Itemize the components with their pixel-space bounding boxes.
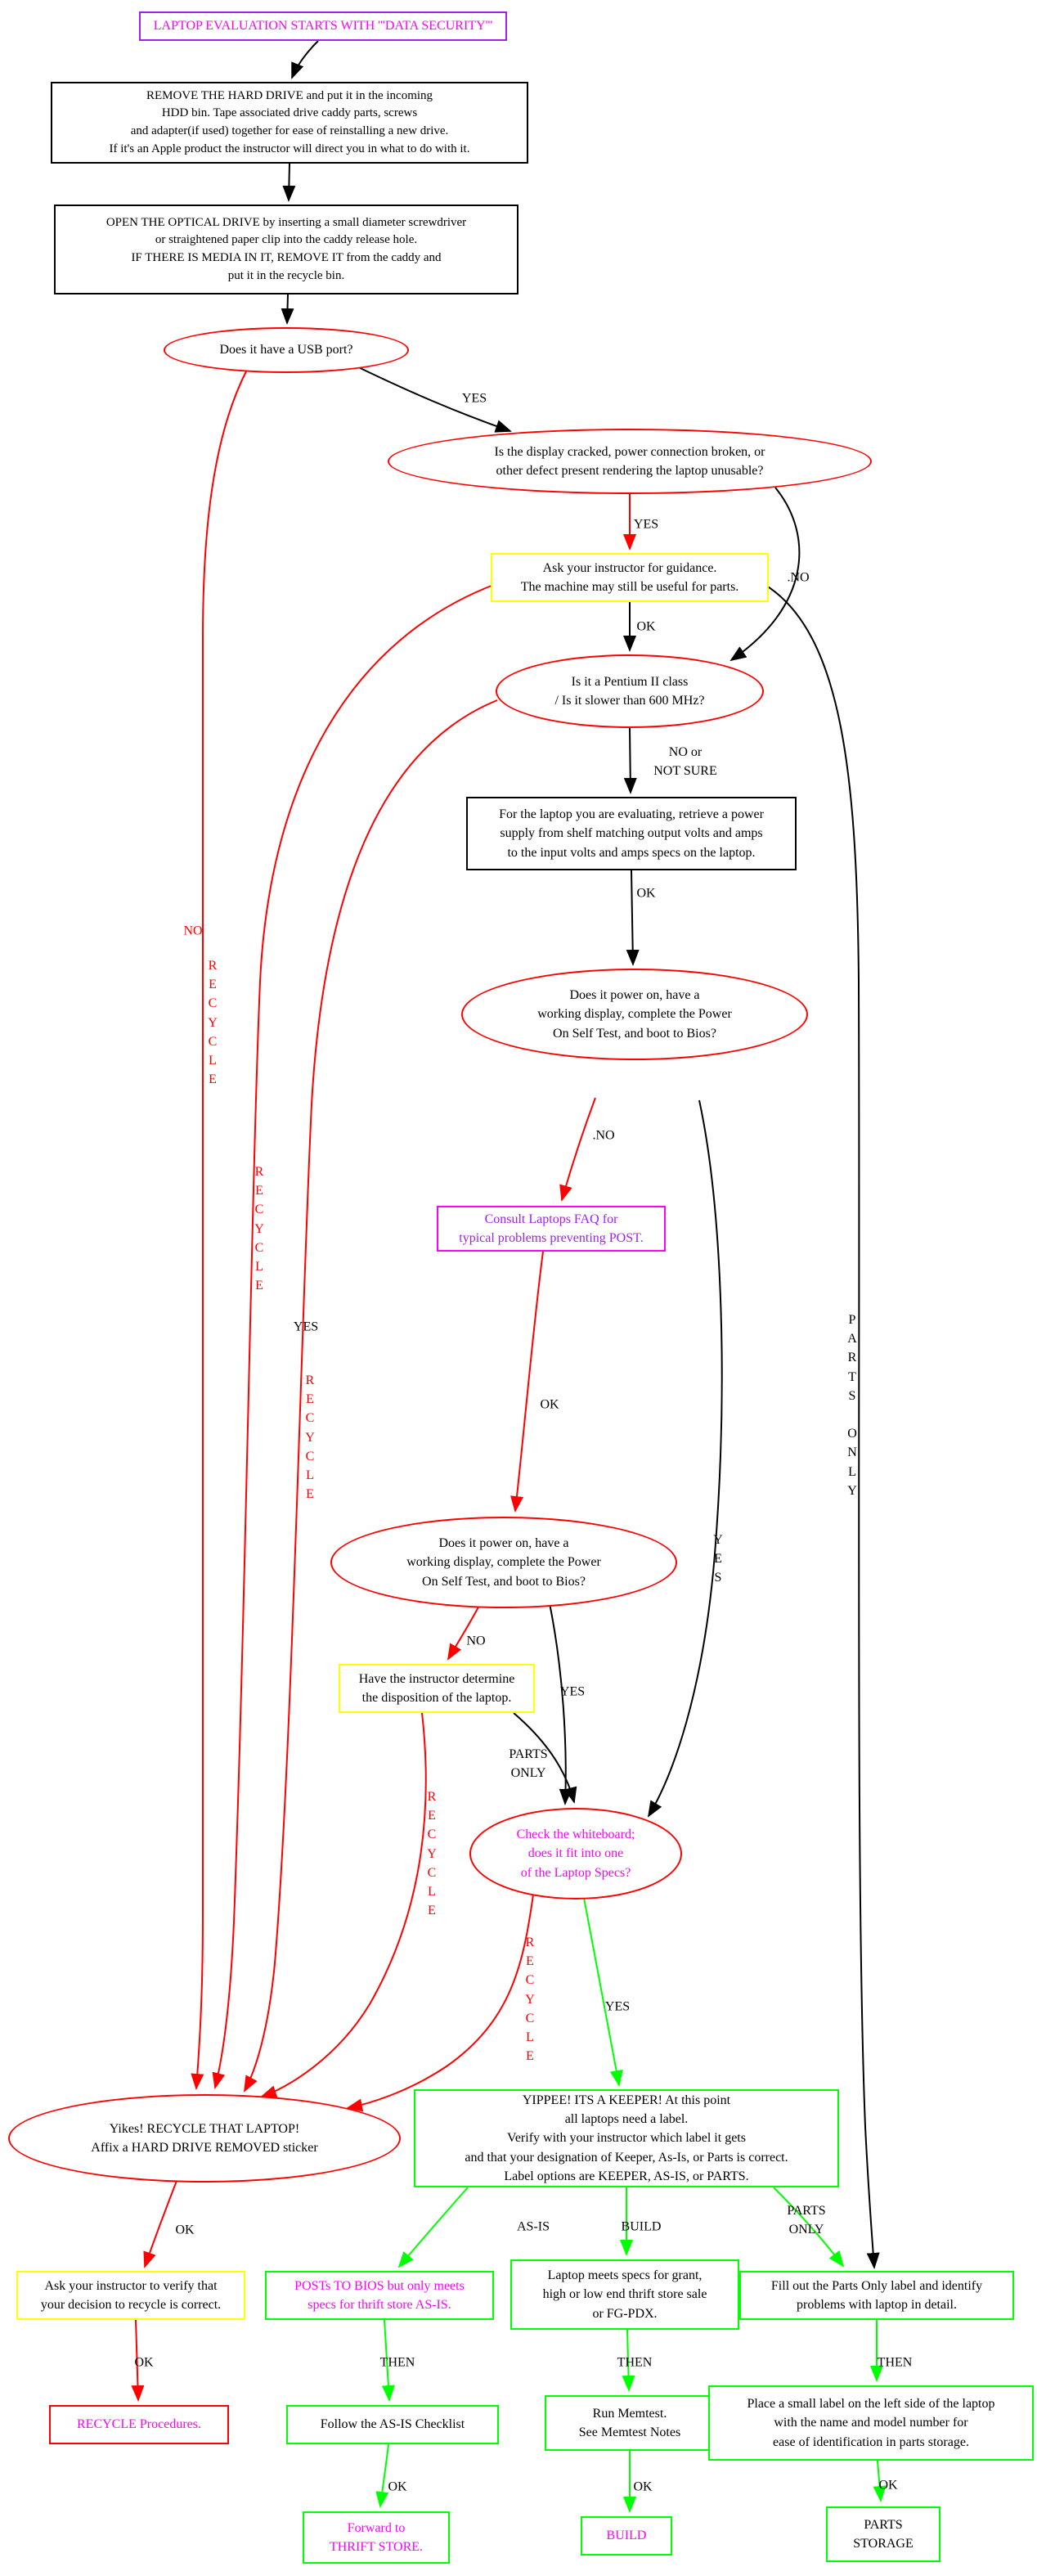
edge-label-poweron1-yes: Y E S xyxy=(713,1533,723,1585)
edge-psu-to-poweron1 xyxy=(626,870,640,966)
edge-cracked-to-pentium xyxy=(729,487,801,662)
node-power-on-question-2: Does it power on, have a working display… xyxy=(330,1517,677,1608)
edge-label-guidance-ok: OK xyxy=(636,619,656,634)
node-build: BUILD xyxy=(581,2516,672,2556)
edge-whiteboard-to-recycle xyxy=(346,1894,534,2112)
edge-label-disposition-recycle: R E C Y C L E xyxy=(427,1789,437,1917)
edge-label-usb-recycle: R E C Y C L E xyxy=(208,958,218,1086)
edge-label-checklist-ok: OK xyxy=(388,2479,407,2494)
node-thrift-store: Forward to THRIFT STORE. xyxy=(303,2511,450,2564)
node-usb-port-question: Does it have a USB port? xyxy=(164,327,409,373)
edge-label-poweron2-yes: YES xyxy=(559,1684,586,1699)
edge-label-pentium-yes: YES xyxy=(293,1319,319,1334)
edge-poweron1-to-whiteboard xyxy=(647,1099,723,1818)
edge-guidance-to-recycle xyxy=(212,583,496,2089)
edge-label-memtest-ok: OK xyxy=(633,2479,653,2494)
edge-label-verify-ok: OK xyxy=(134,2355,154,2370)
node-recycle-laptop: Yikes! RECYCLE THAT LAPTOP! Affix a HARD… xyxy=(8,2094,401,2183)
edge-label-cracked-yes: YES xyxy=(633,517,659,532)
edge-label-guidance-parts-only: P A R T S O N L Y xyxy=(847,1313,857,1498)
node-start: LAPTOP EVALUATION STARTS WITH '''DATA SE… xyxy=(139,11,507,41)
node-pentium-question: Is it a Pentium II class / Is it slower … xyxy=(496,654,764,728)
edge-label-cracked-no: .NO xyxy=(787,570,810,585)
edge-label-to-storage xyxy=(873,2460,887,2502)
edge-label-yippee-parts-only: PARTS ONLY xyxy=(787,2203,826,2237)
node-display-cracked-question: Is the display cracked, power connection… xyxy=(388,429,872,494)
edge-start-to-remove xyxy=(291,40,319,79)
node-recycle-procedures: RECYCLE Procedures. xyxy=(49,2405,229,2444)
edge-pentium-to-recycle xyxy=(244,699,498,2093)
edge-label-whiteboard-yes: YES xyxy=(604,1999,631,2014)
edge-label-poweron1-no: .NO xyxy=(592,1128,615,1143)
edge-disposition-to-whiteboard xyxy=(513,1712,577,1804)
node-asis-checklist: Follow the AS-IS Checklist xyxy=(286,2405,499,2444)
edge-label-pentium-no: NO or NOT SURE xyxy=(653,744,717,778)
edge-label-whiteboard-recycle: R E C Y C L E xyxy=(525,1935,535,2063)
edge-disposition-to-recycle xyxy=(260,1712,427,2098)
edge-recycle-to-verify xyxy=(143,2180,177,2268)
edge-label-usb-no: NO xyxy=(183,924,203,938)
edge-label-yippee-build: BUILD xyxy=(621,2219,662,2234)
node-yippee-keeper: YIPPEE! ITS A KEEPER! At this point all … xyxy=(414,2089,839,2187)
edge-poweron1-to-faq xyxy=(559,1097,596,1202)
node-place-small-label: Place a small label on the left side of … xyxy=(708,2385,1034,2461)
node-consult-faq: Consult Laptops FAQ for typical problems… xyxy=(437,1206,666,1252)
edge-label-label-ok: OK xyxy=(878,2478,898,2493)
edge-yippee-to-partsonly xyxy=(773,2187,845,2268)
edge-label-faq-ok: OK xyxy=(540,1397,559,1412)
edge-whiteboard-to-yippee xyxy=(583,1897,623,2087)
edge-pentium-to-psu xyxy=(623,727,637,794)
edge-faq-to-poweron2 xyxy=(510,1251,544,1513)
edge-label-guidance-recycle: R E C Y C L E xyxy=(254,1164,264,1292)
edge-label-psu-ok: OK xyxy=(636,886,656,901)
node-run-memtest: Run Memtest. See Memtest Notes xyxy=(545,2395,715,2451)
edge-label-recycle-ok: OK xyxy=(175,2223,195,2237)
node-open-optical: OPEN THE OPTICAL DRIVE by inserting a sm… xyxy=(54,205,518,294)
node-power-supply: For the laptop you are evaluating, retri… xyxy=(466,797,797,870)
edge-guidance-to-partsonly xyxy=(763,583,880,2269)
edge-remove-to-optical xyxy=(282,163,296,202)
node-remove-hdd: REMOVE THE HARD DRIVE and put it in the … xyxy=(51,82,528,164)
edge-label-build-then: THEN xyxy=(617,2355,653,2370)
node-check-whiteboard: Check the whiteboard; does it fit into o… xyxy=(469,1808,682,1899)
edge-checklist-to-thrift xyxy=(375,2443,389,2508)
node-asis-posts: POSTs TO BIOS but only meets specs for t… xyxy=(265,2271,494,2320)
edge-optical-to-usb xyxy=(281,294,294,325)
edge-label-yippee-asis: AS-IS xyxy=(516,2219,550,2234)
node-parts-only-label: Fill out the Parts Only label and identi… xyxy=(739,2271,1014,2320)
edge-usb-to-recycle xyxy=(191,369,248,2090)
node-build-meets-specs: Laptop meets specs for grant, high or lo… xyxy=(510,2259,739,2330)
edge-label-usb-yes: YES xyxy=(461,391,487,406)
node-ask-guidance: Ask your instructor for guidance. The ma… xyxy=(491,553,769,602)
edge-verify-to-procedures xyxy=(131,2319,145,2402)
edge-yippee-to-asis xyxy=(397,2187,469,2268)
node-instructor-disposition: Have the instructor determine the dispos… xyxy=(339,1664,535,1713)
edge-usb-to-cracked xyxy=(349,362,512,433)
edge-label-pentium-recycle: R E C Y C L E xyxy=(305,1373,315,1501)
edge-build-to-memtest xyxy=(622,2329,635,2392)
node-verify-recycle: Ask your instructor to verify that your … xyxy=(16,2271,245,2320)
edge-label-disposition-parts-only: PARTS ONLY xyxy=(509,1747,548,1780)
edge-asis-to-checklist xyxy=(381,2319,395,2402)
node-power-on-question-1: Does it power on, have a working display… xyxy=(461,969,808,1060)
node-parts-storage: PARTS STORAGE xyxy=(826,2506,940,2562)
edge-label-parts-then: THEN xyxy=(877,2355,913,2370)
edge-label-asis-then: THEN xyxy=(379,2355,415,2370)
edge-label-poweron2-no: NO xyxy=(466,1634,486,1648)
